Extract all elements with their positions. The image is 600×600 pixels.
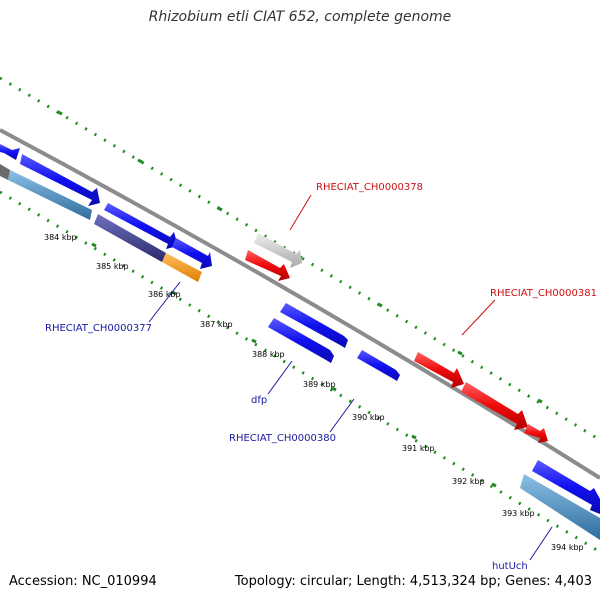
operon-feature[interactable] <box>162 253 202 282</box>
gc-track-upper <box>0 76 600 442</box>
scale-label: 394 kbp <box>551 543 584 552</box>
operon-feature[interactable] <box>0 164 10 180</box>
gene-label-rheciat-ch0000378[interactable]: RHECIAT_CH0000378 <box>316 182 423 193</box>
forward-features <box>0 144 600 514</box>
map-title: Rhizobium etli CIAT 652, complete genome <box>148 9 452 25</box>
scale-label: 393 kbp <box>502 509 535 518</box>
accession-text: Accession: NC_010994 <box>9 574 157 589</box>
rna-arrow[interactable] <box>245 250 290 281</box>
gene-arrow[interactable] <box>172 238 212 269</box>
genome-backbone <box>0 128 600 480</box>
genome-stats-text: Topology: circular; Length: 4,513,324 bp… <box>234 574 592 589</box>
scale-label: 384 kbp <box>44 233 77 242</box>
scale-label: 392 kbp <box>452 477 485 486</box>
rna-arrow[interactable] <box>524 424 548 443</box>
gene-arrow[interactable] <box>357 350 400 381</box>
gene-arrow[interactable] <box>280 303 348 348</box>
gene-arrow[interactable] <box>268 318 334 363</box>
scale-label: 386 kbp <box>148 290 181 299</box>
gene-label-rheciat-ch0000380[interactable]: RHECIAT_CH0000380 <box>229 433 336 444</box>
scale-label: 387 kbp <box>200 320 233 329</box>
gene-arrow[interactable] <box>0 144 20 160</box>
rna-arrow[interactable] <box>461 382 528 430</box>
reverse-features <box>0 164 600 540</box>
gene-arrow[interactable] <box>20 154 100 206</box>
scale-label: 388 kbp <box>252 350 285 359</box>
pseudogene-arrow[interactable] <box>254 233 302 268</box>
operon-feature[interactable] <box>94 214 166 262</box>
operon-feature[interactable] <box>8 170 92 220</box>
gene-label-dfp[interactable]: dfp <box>251 395 267 406</box>
gc-track-lower <box>0 190 600 554</box>
gene-label-hutuch[interactable]: hutUch <box>492 561 528 572</box>
scale-label: 391 kbp <box>402 444 435 453</box>
gene-label-rheciat-ch0000381[interactable]: RHECIAT_CH0000381 <box>490 288 597 299</box>
scale-labels: 384 kbp 385 kbp 386 kbp 387 kbp 388 kbp … <box>44 233 584 552</box>
rna-arrow[interactable] <box>414 352 464 388</box>
gene-arrow[interactable] <box>532 460 600 514</box>
gene-labels: RHECIAT_CH0000378 RHECIAT_CH0000381 RHEC… <box>45 182 597 572</box>
scale-label: 385 kbp <box>96 262 129 271</box>
gene-arrow[interactable] <box>104 203 178 249</box>
scale-label: 389 kbp <box>303 380 336 389</box>
scale-label: 390 kbp <box>352 413 385 422</box>
operon-feature[interactable] <box>520 474 600 540</box>
gene-label-rheciat-ch0000377[interactable]: RHECIAT_CH0000377 <box>45 323 152 334</box>
callout-lines <box>148 194 553 561</box>
